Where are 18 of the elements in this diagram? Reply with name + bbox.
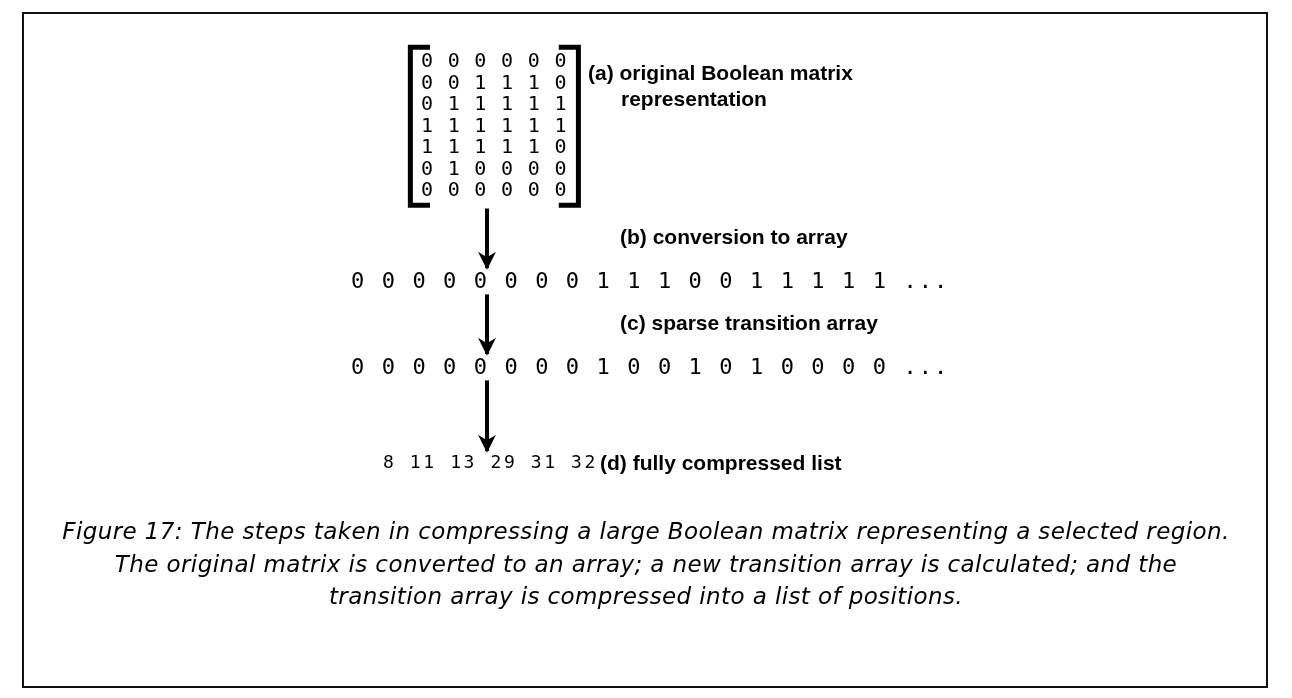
number-sequence: 8 11 13 29 31 32 xyxy=(383,451,598,473)
number-sequence: 0 0 0 0 0 0 0 0 1 0 0 1 0 1 0 0 0 0 ... xyxy=(351,354,950,381)
matrix-row: 0 0 1 1 1 0 xyxy=(421,71,568,93)
arrow xyxy=(478,208,496,270)
step-label: (d) fully compressed list xyxy=(600,450,843,476)
step-label: (c) sparse transition array xyxy=(620,310,879,336)
matrix-row: 0 1 1 1 1 1 xyxy=(421,93,568,115)
number-sequence: 0 0 0 0 0 0 0 0 1 1 1 0 0 1 1 1 1 1 ... xyxy=(351,268,950,295)
arrow xyxy=(478,294,496,356)
matrix-row: 0 1 0 0 0 0 xyxy=(421,157,568,179)
arrow xyxy=(478,380,496,453)
figure-caption: Figure 17: The steps taken in compressing a large Boolean matrix representing a selected region. The original matrix is converted to an array; a new transition array is calculated; and the transition array is compressed into a list of positions. xyxy=(61,517,1231,612)
step-label: (b) conversion to array xyxy=(620,224,849,250)
matrix-row: 1 1 1 1 1 1 xyxy=(421,114,568,136)
matrix-row: 0 0 0 0 0 0 xyxy=(421,179,568,201)
matrix-row: 1 1 1 1 1 0 xyxy=(421,136,568,158)
step-label: (a) original Boolean matrix representation xyxy=(588,60,854,113)
matrix-row: 0 0 0 0 0 0 xyxy=(421,50,568,72)
